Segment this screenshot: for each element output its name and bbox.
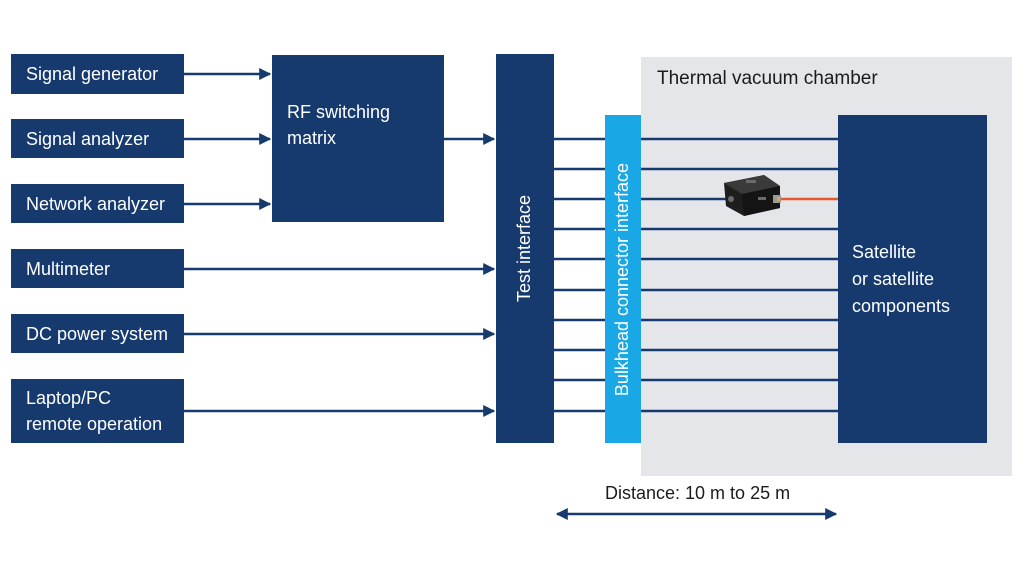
chamber-label: Thermal vacuum chamber (657, 68, 878, 89)
sensor-device-icon (724, 175, 781, 216)
signal-generator-box: Signal generator (11, 54, 184, 94)
bulkhead-connector-bar: Bulkhead connector interface (605, 115, 641, 443)
satellite-label: Satellite or satellite components (852, 241, 951, 316)
network-analyzer-label: Network analyzer (26, 193, 166, 214)
signal-generator-label: Signal generator (26, 64, 159, 84)
multimeter-box: Multimeter (11, 249, 184, 288)
dc-power-system-label: DC power system (26, 323, 169, 344)
interface-lines (554, 137, 605, 413)
distance-label: Distance: 10 m to 25 m (605, 483, 791, 503)
signal-analyzer-label: Signal analyzer (26, 128, 150, 149)
network-analyzer-box: Network analyzer (11, 184, 184, 223)
signal-analyzer-box: Signal analyzer (11, 119, 184, 158)
test-interface-bar: Test interface (496, 54, 554, 443)
rf-switching-matrix-box: RF switching matrix (272, 55, 444, 222)
rf-switching-matrix-label: RF switching matrix (287, 101, 391, 148)
laptop-pc-label: Laptop/PC remote operation (26, 388, 163, 434)
multimeter-label: Multimeter (26, 258, 111, 279)
laptop-pc-box: Laptop/PC remote operation (11, 379, 184, 443)
chamber-lines (641, 137, 838, 413)
dc-power-system-box: DC power system (11, 314, 184, 353)
satellite-box: Satellite or satellite components (838, 115, 987, 443)
